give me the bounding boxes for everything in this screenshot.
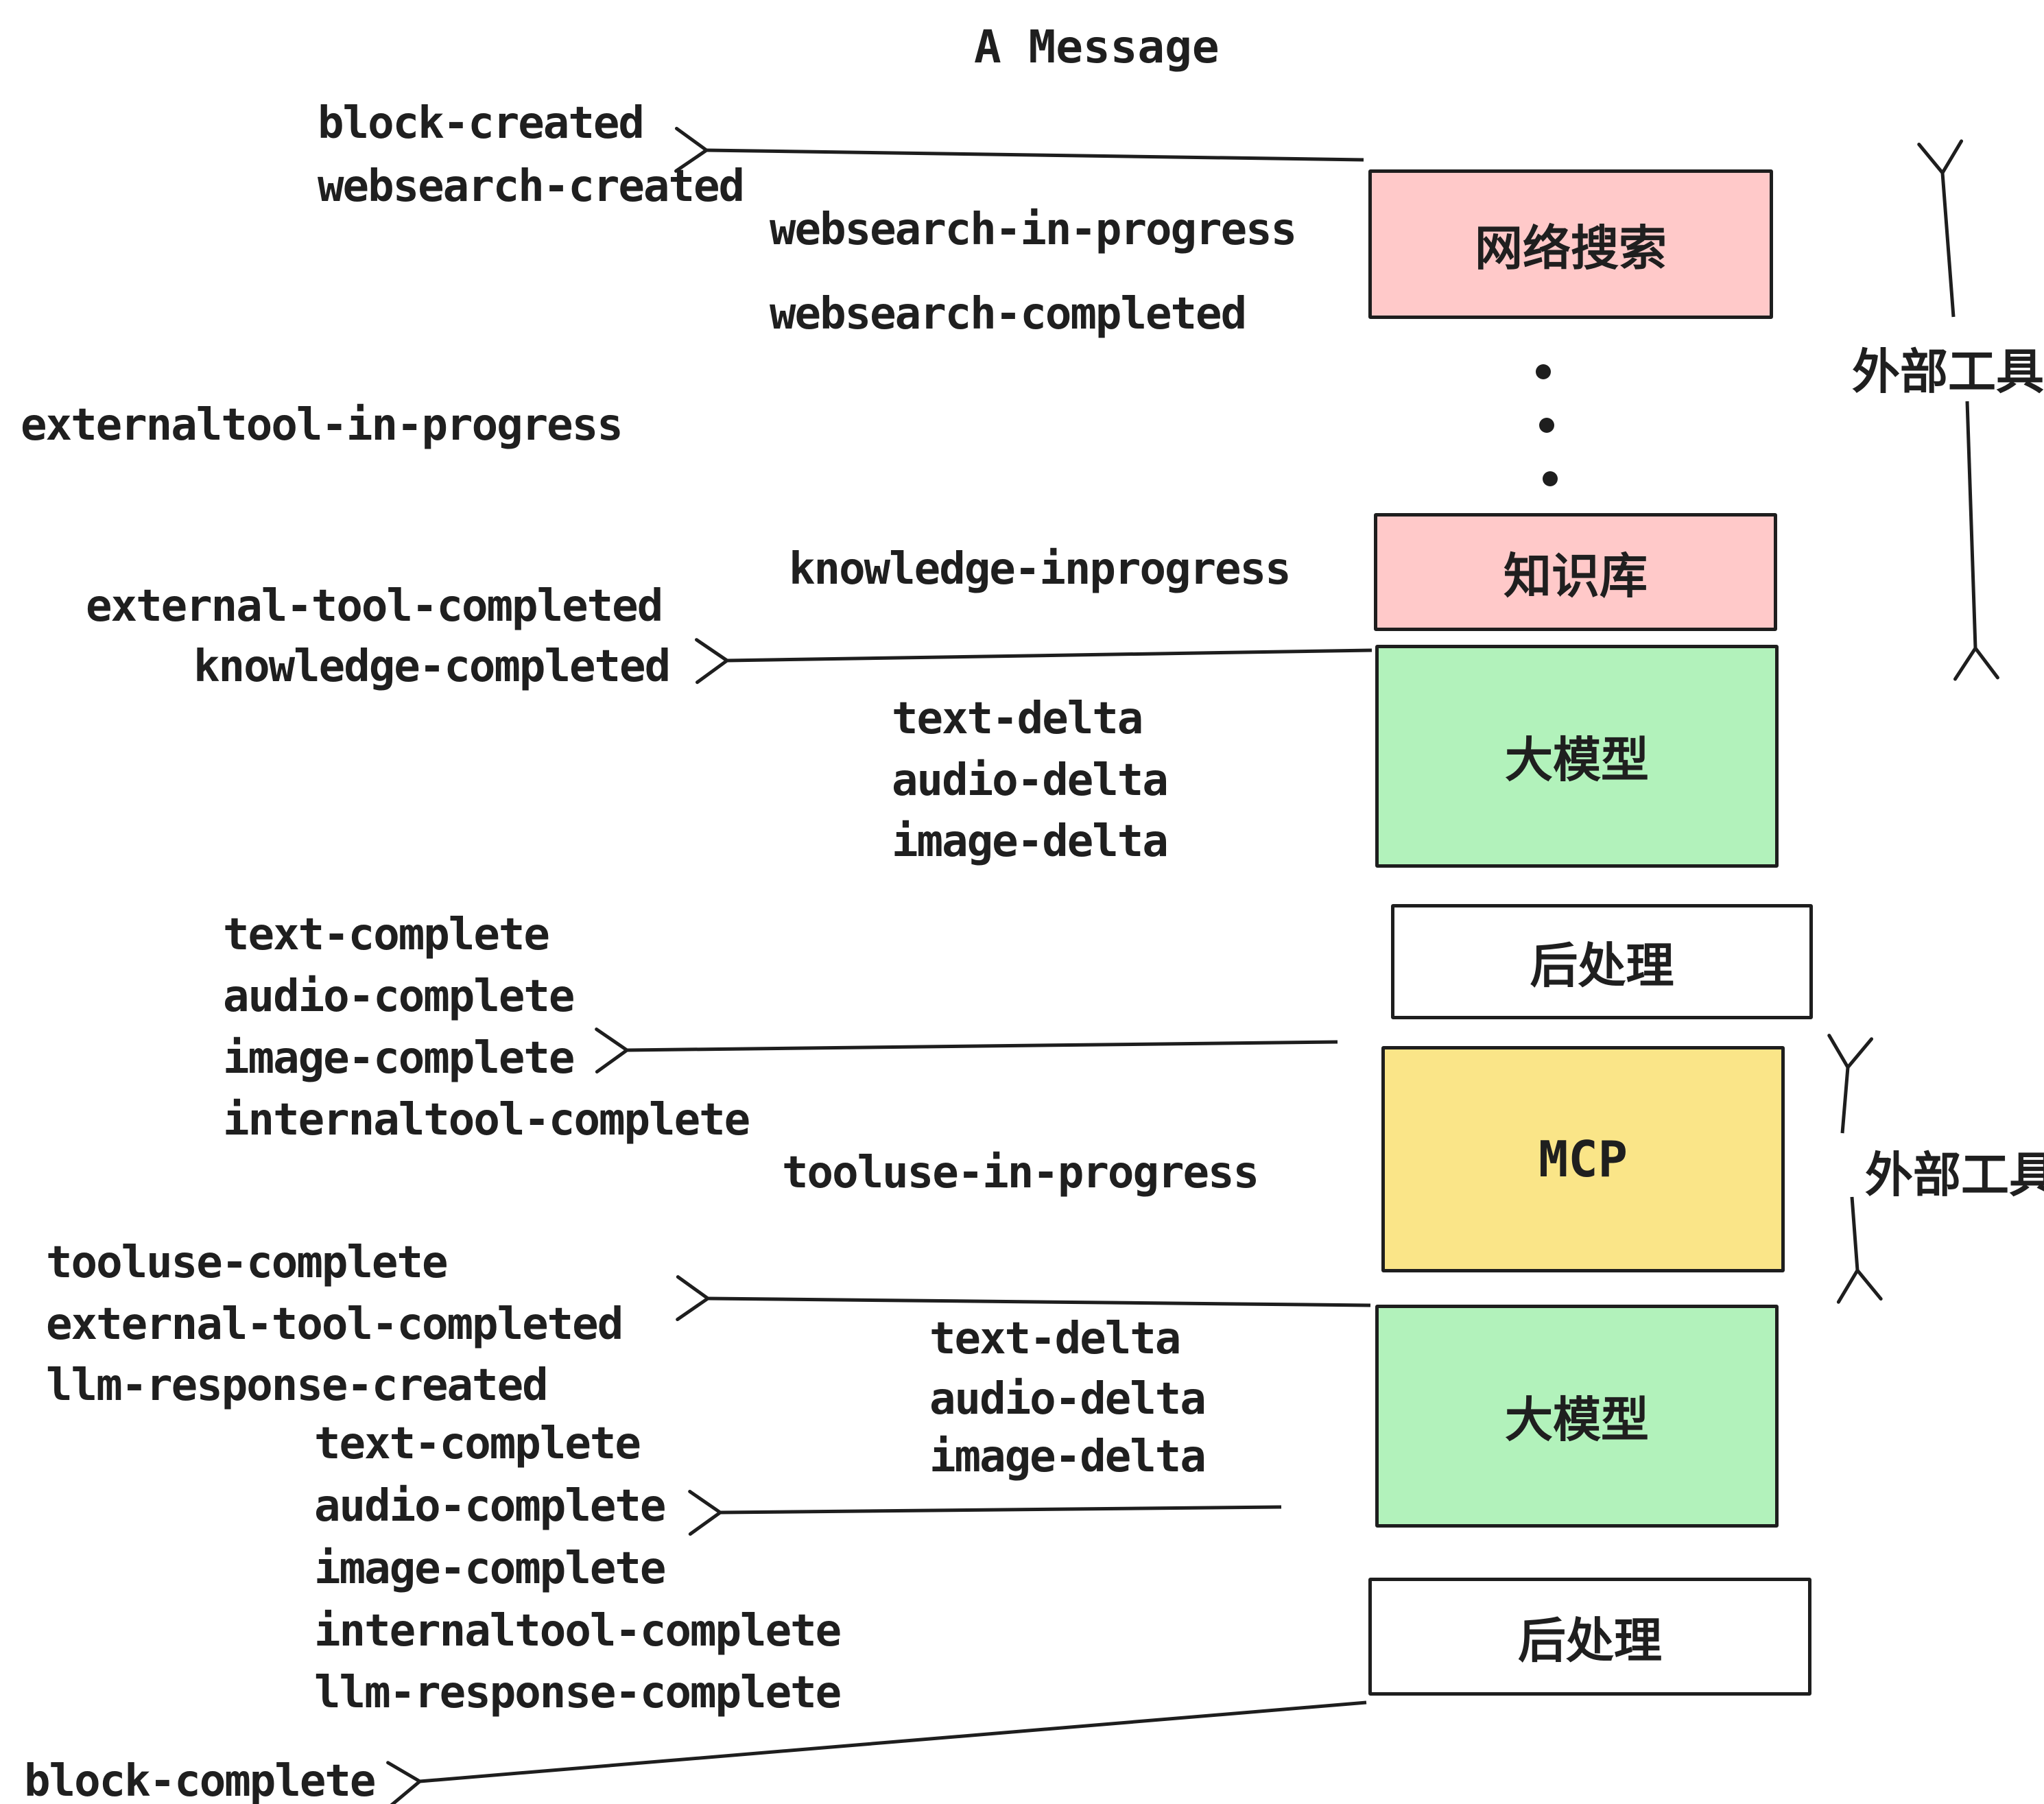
event-llm-response-created: llm-response-created [46,1360,549,1411]
event-websearch-in-progress: websearch-in-progress [770,204,1297,255]
side-label-external-tools-bottom: 外部工具 [1865,1147,2044,1203]
node-mcp: MCP [1381,1046,1785,1272]
page-title: A Message [974,21,1220,73]
node-postprocess-top: 后处理 [1391,904,1813,1019]
node-llm-bottom: 大模型 [1375,1305,1779,1528]
arrow-knowledge-completed [695,638,1372,685]
event-image-complete-bottom: image-complete [314,1543,666,1594]
node-knowledge-base: 知识库 [1374,513,1777,631]
node-knowledge-base-label: 知识库 [1504,547,1648,604]
event-image-delta-bottom: image-delta [929,1432,1207,1482]
event-text-delta-top: text-delta [892,693,1143,744]
node-websearch: 网络搜索 [1368,169,1773,319]
event-external-tool-completed-bottom: external-tool-completed [46,1299,623,1350]
node-llm-bottom-label: 大模型 [1505,1392,1649,1448]
event-tooluse-in-progress: tooluse-in-progress [782,1148,1259,1198]
event-block-complete: block-complete [24,1756,376,1804]
event-audio-complete-bottom: audio-complete [314,1481,666,1532]
event-image-complete-top: image-complete [223,1033,575,1084]
event-text-delta-bottom: text-delta [929,1314,1181,1364]
event-image-delta-top: image-delta [892,816,1169,867]
arrow-internaltool-complete-top [595,1028,1338,1074]
event-audio-complete-top: audio-complete [223,971,575,1022]
arrow-websearch-created [674,126,1364,173]
node-llm-top: 大模型 [1375,645,1779,868]
node-postprocess-bottom: 后处理 [1368,1578,1811,1696]
event-audio-delta-bottom: audio-delta [929,1374,1207,1425]
event-llm-response-complete: llm-response-complete [314,1667,842,1718]
node-llm-top-label: 大模型 [1505,732,1649,788]
event-websearch-completed: websearch-completed [770,289,1247,340]
event-text-complete-top: text-complete [223,910,550,960]
event-websearch-created: websearch-created [318,161,745,212]
event-externaltool-in-progress: externaltool-in-progress [21,400,623,451]
node-websearch-label: 网络搜索 [1475,219,1667,276]
event-external-tool-completed-top: external-tool-completed [86,581,663,632]
event-internaltool-complete-bottom: internaltool-complete [314,1606,842,1657]
arrow-external-tools-top-down [1953,401,1999,681]
arrow-external-tools-top-up [1917,139,1964,318]
node-postprocess-top-label: 后处理 [1530,937,1674,994]
arrow-external-tools-bottom-down [1836,1196,1883,1304]
event-knowledge-inprogress: knowledge-inprogress [789,544,1292,595]
arrow-audio-complete-bottom [688,1489,1282,1536]
node-mcp-label: MCP [1538,1130,1628,1188]
event-text-complete-bottom: text-complete [314,1419,641,1469]
event-audio-delta-top: audio-delta [892,755,1169,806]
arrow-tooluse-complete [676,1275,1371,1322]
vertical-ellipsis-icon [1536,364,1558,486]
arrow-external-tools-bottom-up [1827,1034,1874,1134]
event-internaltool-complete-top: internaltool-complete [223,1095,750,1146]
event-knowledge-completed: knowledge-completed [193,641,671,692]
event-block-created: block-created [318,98,645,149]
side-label-external-tools-top: 外部工具 [1852,344,2044,400]
node-postprocess-bottom-label: 后处理 [1518,1612,1662,1669]
event-tooluse-complete: tooluse-complete [46,1237,448,1288]
